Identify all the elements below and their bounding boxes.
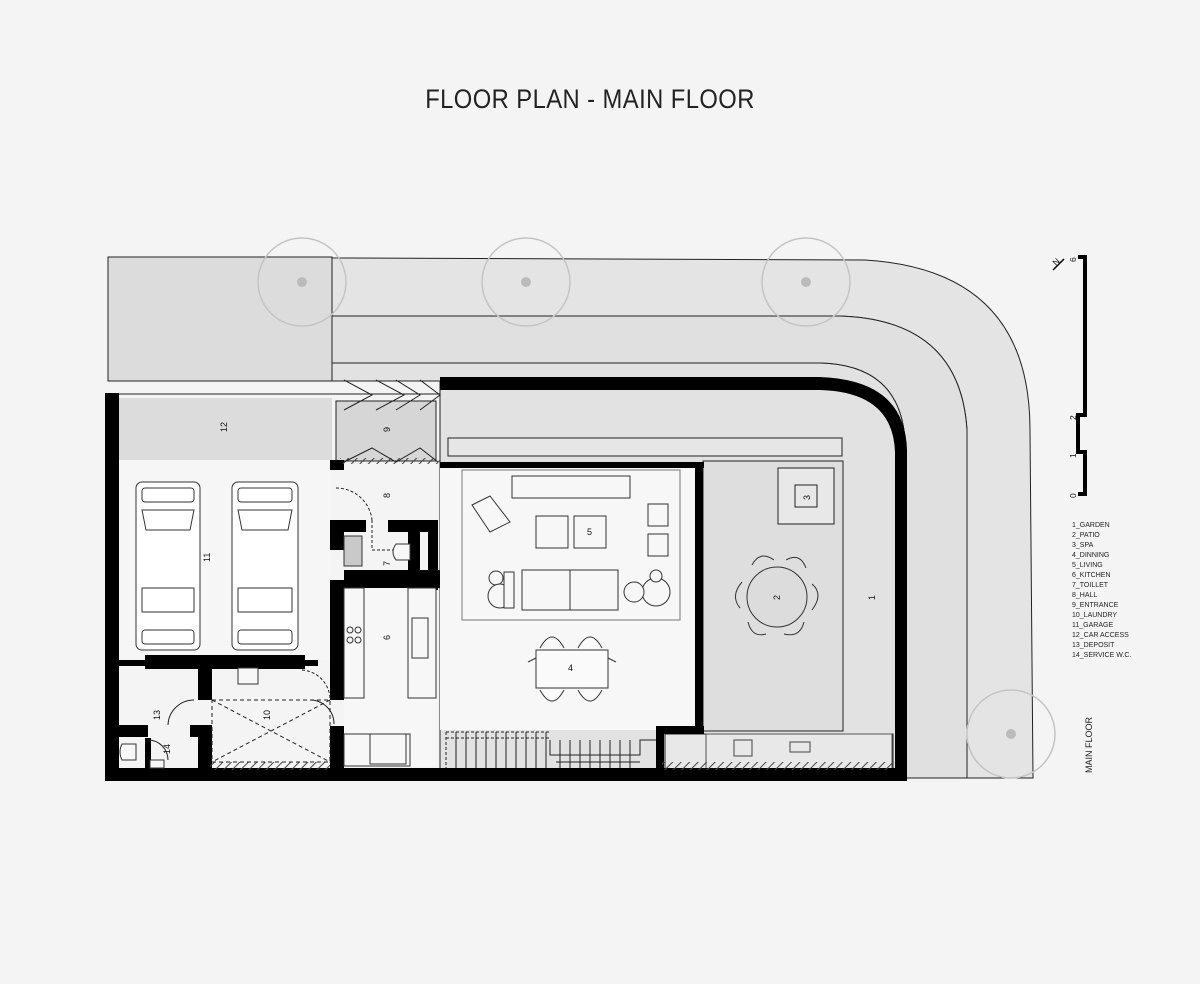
page-title: FLOOR PLAN - MAIN FLOOR <box>425 84 755 114</box>
room-10: 10 <box>262 710 272 720</box>
scale-tick-6: 6 <box>1068 257 1078 262</box>
patio-set <box>735 555 819 636</box>
toilets <box>119 535 411 769</box>
living-furniture <box>461 469 681 621</box>
legend-item: 8_HALL <box>1072 592 1098 599</box>
legend-item: 5_LIVING <box>1072 562 1103 569</box>
room-11: 11 <box>202 553 212 562</box>
doors <box>147 379 441 761</box>
north-arrow-icon: N <box>1050 256 1065 271</box>
laundry-x <box>211 699 331 763</box>
cars <box>135 481 299 651</box>
room-12: 12 <box>219 422 229 432</box>
trees <box>257 237 1056 779</box>
room-13: 13 <box>152 710 162 720</box>
car-access-exterior <box>107 256 333 382</box>
car-2 <box>231 481 299 651</box>
room-3: 3 <box>802 495 812 500</box>
room-4: 4 <box>568 663 573 673</box>
scale-tick-2: 2 <box>1068 415 1078 420</box>
legend-item: 9_ENTRANCE <box>1072 602 1119 609</box>
room-2: 2 <box>772 595 782 600</box>
room-6: 6 <box>382 635 392 640</box>
walls <box>105 377 907 781</box>
legend-item: 12_CAR ACCESS <box>1072 632 1129 639</box>
room-7: 7 <box>382 561 392 566</box>
stairs <box>445 731 656 768</box>
north-label: N <box>1050 256 1061 267</box>
legend-item: 3_SPA <box>1072 542 1094 549</box>
legend-item: 7_TOILLET <box>1072 582 1109 589</box>
scale-tick-0: 0 <box>1068 493 1078 498</box>
car-1 <box>135 481 201 651</box>
floor-label: MAIN FLOOR <box>1084 717 1094 774</box>
legend-item: 6_KITCHEN <box>1072 572 1111 579</box>
room-8: 8 <box>382 493 392 498</box>
dining-set <box>527 636 617 702</box>
legend-item: 14_SERVICE W.C. <box>1072 652 1132 659</box>
room-1: 1 <box>867 595 877 600</box>
legend: 1_GARDEN 2_PATIO 3_SPA 4_DINNING 5_LIVIN… <box>1072 521 1131 661</box>
legend-item: 11_GARAGE <box>1072 622 1114 629</box>
room-5: 5 <box>587 527 592 537</box>
legend-item: 13_DEPOSIT <box>1072 642 1115 649</box>
scale-tick-1: 1 <box>1068 453 1078 458</box>
legend-item: 1_GARDEN <box>1072 522 1110 529</box>
room-14: 14 <box>162 744 172 754</box>
room-numbers: 1 2 3 4 5 6 7 8 9 10 11 12 13 14 <box>152 422 877 754</box>
legend-item: 2_PATIO <box>1072 532 1100 539</box>
legend-item: 10_LAUNDRY <box>1072 612 1118 619</box>
room-9: 9 <box>382 427 392 432</box>
kitchen-fixtures <box>343 587 437 767</box>
legend-item: 4_DINNING <box>1072 552 1110 559</box>
scale-bar: 6 2 1 0 <box>1068 255 1087 498</box>
